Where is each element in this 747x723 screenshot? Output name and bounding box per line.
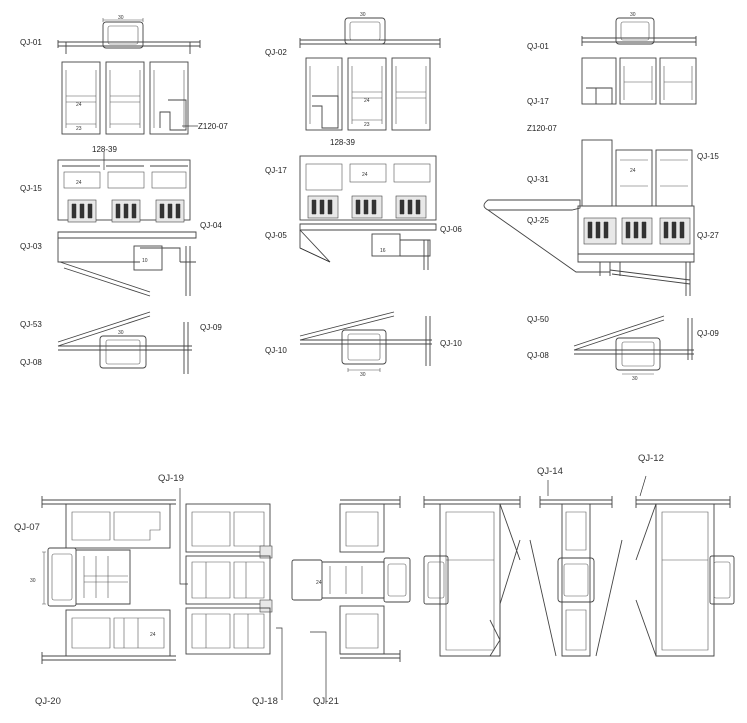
label-qj-50: QJ-50 <box>527 315 549 324</box>
label-qj-18: QJ-18 <box>252 696 278 707</box>
svg-text:30: 30 <box>360 12 366 18</box>
label-qj-53: QJ-53 <box>20 320 42 329</box>
svg-text:30: 30 <box>118 330 124 336</box>
label-qj-01-b: QJ-01 <box>527 42 549 51</box>
profile-group-bottom: 30 24 24 <box>30 475 735 704</box>
label-qj-17-b: QJ-17 <box>527 97 549 106</box>
label-qj-17: QJ-17 <box>265 166 287 175</box>
profile-group-3: 30 24 30 <box>483 12 697 382</box>
svg-text:10: 10 <box>142 258 148 264</box>
label-qj-03: QJ-03 <box>20 242 42 251</box>
profile-group-2: 30 24 23 24 16 30 <box>299 12 441 378</box>
label-qj-04: QJ-04 <box>200 221 222 230</box>
dim-30: 30 <box>118 15 124 21</box>
label-qj-02: QJ-02 <box>265 48 287 57</box>
svg-text:16: 16 <box>380 248 386 254</box>
svg-text:24: 24 <box>362 172 368 178</box>
label-z120-07: Z120-07 <box>198 122 228 131</box>
svg-text:30: 30 <box>30 578 36 584</box>
label-128-39: 128-39 <box>92 145 117 154</box>
profile-group-1: 30 24 23 24 10 30 <box>57 15 201 374</box>
label-qj-12: QJ-12 <box>638 453 664 464</box>
svg-text:24: 24 <box>316 580 322 586</box>
label-qj-09-b: QJ-09 <box>697 329 719 338</box>
svg-text:30: 30 <box>630 12 636 18</box>
label-qj-14: QJ-14 <box>537 466 563 477</box>
label-qj-10-left: QJ-10 <box>265 346 287 355</box>
label-qj-27: QJ-27 <box>697 231 719 240</box>
label-qj-05: QJ-05 <box>265 231 287 240</box>
label-qj-10-right: QJ-10 <box>440 339 462 348</box>
label-qj-06: QJ-06 <box>440 225 462 234</box>
svg-text:24: 24 <box>76 180 82 186</box>
label-qj-08-b: QJ-08 <box>527 351 549 360</box>
label-qj-31: QJ-31 <box>527 175 549 184</box>
svg-text:30: 30 <box>632 376 638 382</box>
label-qj-07: QJ-07 <box>14 522 40 533</box>
svg-text:24: 24 <box>630 168 636 174</box>
label-qj-08: QJ-08 <box>20 358 42 367</box>
label-qj-15-b: QJ-15 <box>697 152 719 161</box>
svg-text:24: 24 <box>150 632 156 638</box>
dim-23: 23 <box>76 126 82 132</box>
svg-text:23: 23 <box>364 122 370 128</box>
dim-24: 24 <box>76 102 82 108</box>
label-qj-01: QJ-01 <box>20 38 42 47</box>
label-qj-19: QJ-19 <box>158 473 184 484</box>
label-qj-09: QJ-09 <box>200 323 222 332</box>
label-qj-20: QJ-20 <box>35 696 61 707</box>
label-z120-07-b: Z120-07 <box>527 124 557 133</box>
label-qj-15: QJ-15 <box>20 184 42 193</box>
svg-text:24: 24 <box>364 98 370 104</box>
label-128-39-b: 128-39 <box>330 138 355 147</box>
svg-text:30: 30 <box>360 372 366 378</box>
label-qj-21: QJ-21 <box>313 696 339 707</box>
label-qj-25: QJ-25 <box>527 216 549 225</box>
